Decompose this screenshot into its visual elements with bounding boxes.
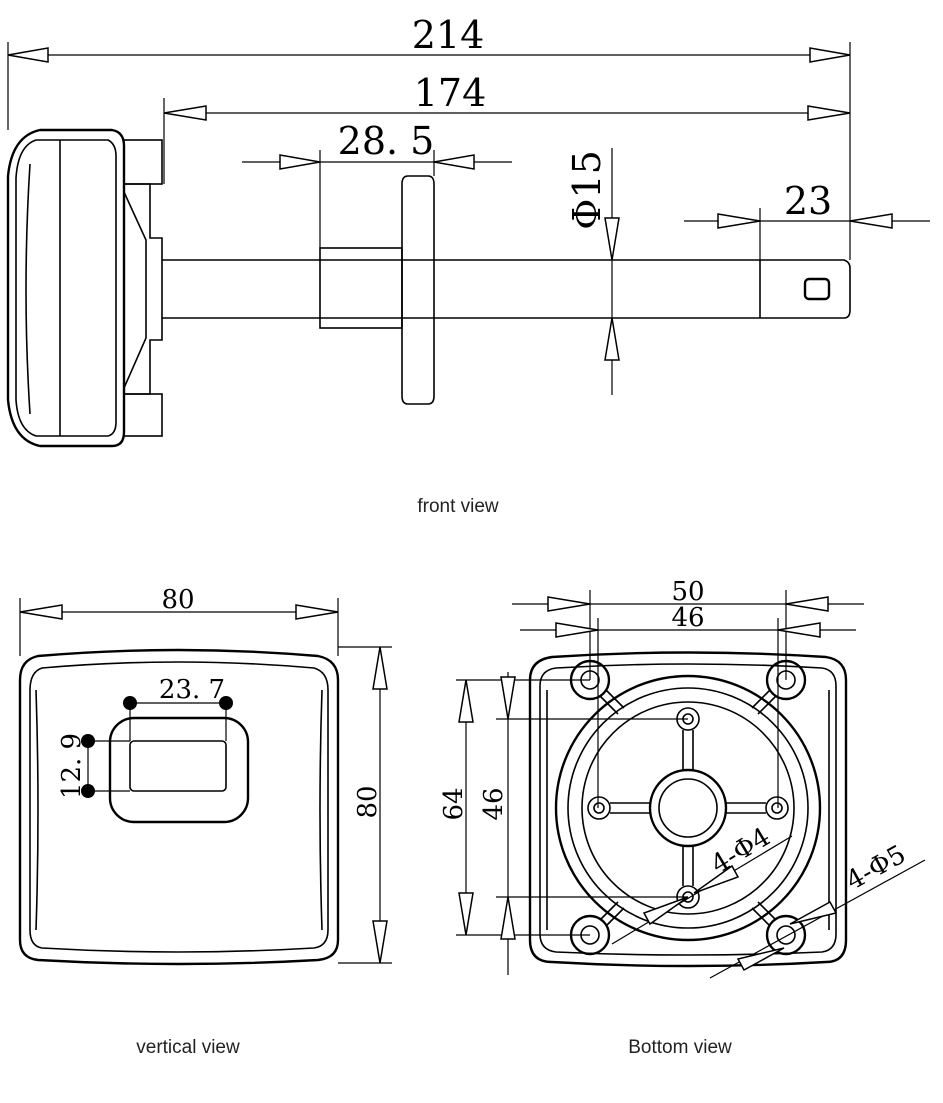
dim-label-small-holes: 4-Φ4	[706, 822, 776, 880]
dim-label-64: 64	[439, 787, 469, 820]
dim-label-12-9: 12. 9	[57, 733, 87, 799]
arrow	[789, 900, 838, 925]
arrow	[279, 154, 321, 170]
dim-label-80-height: 80	[353, 785, 383, 818]
arrow	[642, 896, 689, 926]
arrow	[7, 47, 49, 63]
front-view: 214 174 28. 5 Φ15 23 front view	[6, 13, 930, 517]
probe-tip-slot	[803, 277, 831, 301]
housing-tab-top	[123, 139, 163, 185]
housing-face-line	[25, 163, 31, 415]
dim-label-46-vertical: 46	[479, 787, 509, 820]
arrow	[433, 154, 475, 170]
arrow	[500, 896, 516, 940]
arrow	[777, 622, 821, 638]
front-view-caption: front view	[417, 496, 499, 517]
center-boss	[648, 768, 728, 848]
vertical-view-caption: vertical view	[136, 1037, 240, 1058]
housing-top-edge	[35, 689, 39, 931]
housing-top-inner	[29, 661, 329, 953]
base-outline	[528, 651, 848, 968]
dim-label-50: 50	[671, 577, 704, 607]
arrow	[604, 317, 620, 361]
arrow	[555, 622, 599, 638]
arrow	[807, 105, 851, 121]
bottom-view: 50 46 64 46 4-Φ4 4-Φ5 Bottom view	[439, 577, 926, 1058]
arrow	[809, 47, 851, 63]
housing-top-outline	[18, 648, 340, 966]
dim-label-174: 174	[414, 71, 487, 115]
housing-tab-bottom	[123, 393, 163, 437]
arrow	[849, 213, 893, 229]
arrow	[604, 217, 620, 261]
housing-outer	[6, 128, 126, 448]
housing-inner-line	[15, 139, 117, 437]
dim-label-diameter: Φ15	[565, 150, 609, 230]
arrow	[458, 892, 474, 936]
display-bezel	[108, 716, 250, 824]
base-inner	[539, 663, 837, 956]
arrow	[736, 947, 785, 972]
center-hole	[658, 778, 718, 838]
small-holes	[587, 707, 789, 909]
arrow	[295, 604, 339, 620]
housing-top-edge-2	[319, 689, 323, 931]
probe-shaft	[162, 259, 851, 319]
dim-label-23-7: 23. 7	[159, 675, 225, 705]
dim-label-214: 214	[412, 13, 485, 57]
arrow	[500, 676, 516, 720]
arrow	[19, 604, 63, 620]
outer-ring	[554, 674, 822, 942]
bottom-view-caption: Bottom view	[628, 1037, 732, 1058]
arrow	[785, 596, 829, 612]
arrow	[372, 646, 388, 690]
arrow	[163, 105, 207, 121]
outer-ring-inner	[567, 687, 809, 929]
dim-label-46-horizontal: 46	[671, 603, 704, 633]
mounting-ring	[581, 701, 795, 915]
housing-neck-slope	[123, 191, 147, 389]
housing-neck	[124, 183, 163, 395]
dim-label-large-holes: 4-Φ5	[841, 840, 911, 897]
diagonal-ribs	[599, 689, 777, 927]
arrow	[693, 864, 740, 894]
arrow	[547, 596, 591, 612]
arrow	[717, 213, 761, 229]
dim-label-23: 23	[784, 179, 832, 223]
arrow	[458, 679, 474, 723]
corner-holes	[569, 659, 807, 956]
cross-ribs	[610, 730, 766, 886]
dim-label-80-width: 80	[161, 585, 194, 615]
dim-label-28-5: 28. 5	[338, 119, 435, 163]
vertical-view: 23. 7 12. 9 80 80 vertical view	[18, 585, 392, 1058]
display-window	[129, 740, 227, 792]
mounting-flange	[401, 175, 435, 405]
arrow	[372, 920, 388, 964]
